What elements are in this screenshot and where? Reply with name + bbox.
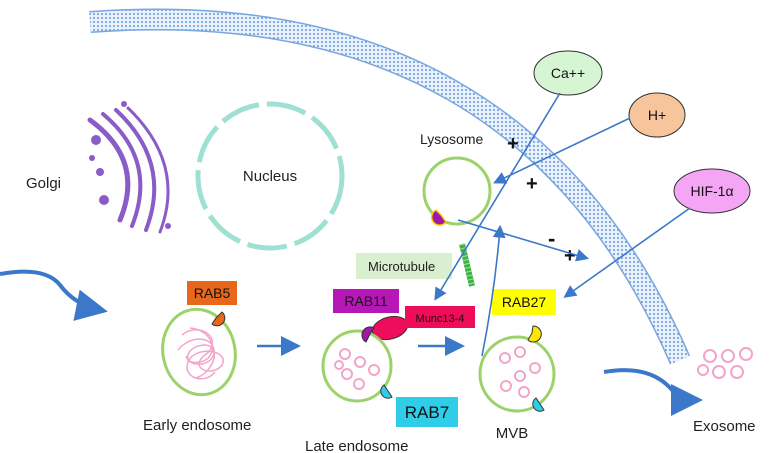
ca-to-munc-arrow	[434, 92, 561, 301]
arrows	[0, 92, 703, 416]
h-to-lysosome-arrow	[493, 117, 631, 184]
plus-sign-lysosome: +	[507, 133, 519, 155]
mvb-cargo	[499, 346, 541, 398]
rab7-box	[396, 397, 458, 427]
exosome-label: Exosome	[693, 418, 756, 435]
early-endosome-label: Early endosome	[143, 417, 251, 434]
golgi-label: Golgi	[26, 175, 61, 192]
rab11-label: RAB11	[344, 293, 388, 309]
nucleus-envelope	[195, 101, 345, 251]
minus-sign: -	[548, 226, 555, 251]
exosome-cluster	[697, 347, 753, 379]
ca-label: Ca++	[551, 65, 585, 81]
nucleus-label: Nucleus	[243, 168, 297, 185]
early-endosome-cargo	[177, 327, 224, 380]
h-ellipse	[628, 92, 686, 138]
hif-to-mvb-arrow	[563, 207, 691, 298]
endocytosis-arrow	[0, 269, 108, 321]
rab11-box	[333, 289, 399, 313]
microtubule-label: Microtubule	[368, 259, 435, 274]
late-endosome-label: Late endosome	[305, 438, 408, 453]
late-endosome-cargo	[334, 348, 380, 390]
lysosome-receptor-icon	[430, 209, 447, 226]
mvb-rab27-receptor-icon	[527, 325, 542, 343]
lysosome-label: Lysosome	[420, 131, 484, 147]
mvb-to-lysosome-arrow	[481, 224, 506, 357]
early-endosome-receptor-icon	[211, 311, 226, 327]
h-label: H+	[648, 107, 666, 123]
plasma-membrane	[89, 8, 691, 365]
mvb-label: MVB	[496, 425, 529, 442]
exocytosis-arrow	[603, 368, 703, 416]
hif-label: HIF-1α	[690, 183, 733, 199]
microtubule-rod-icon	[459, 243, 475, 287]
late-endosome-receptor-icon	[361, 326, 375, 343]
rab27-label: RAB27	[502, 294, 547, 310]
plus-sign-right: +	[564, 245, 576, 267]
plus-sign-mid: +	[526, 173, 538, 195]
lysosome-vesicle	[422, 156, 492, 226]
rab5-box	[187, 281, 237, 305]
rab27-box	[492, 289, 556, 315]
rab7-label: RAB7	[405, 403, 449, 422]
ca-ellipse	[533, 50, 603, 96]
lysosome-to-mvb-arrow	[457, 219, 590, 262]
munc-label: Munc13-4	[416, 313, 465, 325]
late-endosome-rab7-icon	[380, 384, 393, 399]
hif-ellipse	[673, 168, 751, 214]
rab5-label: RAB5	[194, 285, 231, 301]
golgi-icon	[87, 101, 171, 234]
microtubule-box	[356, 253, 452, 279]
munc-box	[405, 306, 475, 328]
mvb-rab7-receptor-icon	[532, 397, 545, 412]
